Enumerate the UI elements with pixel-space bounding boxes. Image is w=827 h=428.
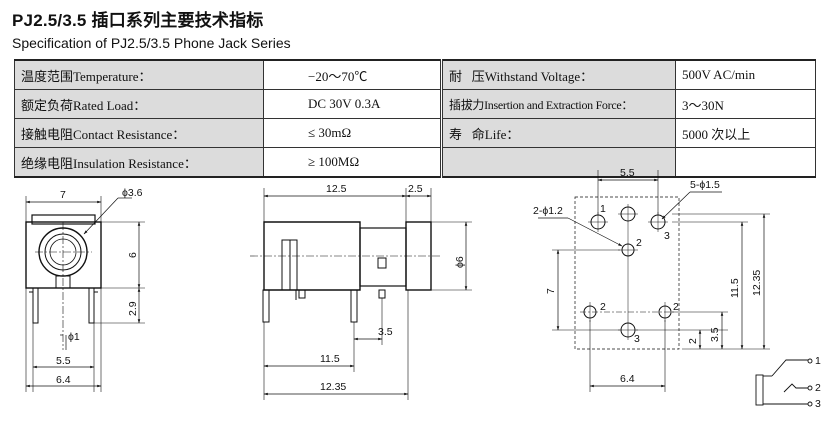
dim-label: ϕ6 (454, 256, 466, 268)
dim-label: 6.4 (620, 373, 635, 385)
spec-label-insertion-force: 插拔力Insertion and Extraction Force： (440, 89, 676, 119)
spec-label-rated-load: 额定负荷Rated Load： (14, 89, 264, 119)
spec-label-withstand-voltage: 耐 压Withstand Voltage： (440, 59, 676, 90)
pcb-layout (538, 170, 770, 392)
spec-label-contact-resistance: 接触电阻Contact Resistance： (14, 118, 264, 148)
dim-label: 2 (687, 338, 699, 344)
page-title: PJ2.5/3.5 插口系列主要技术指标 (12, 11, 264, 30)
dim-label: 3.5 (709, 327, 721, 342)
dim-label: ϕ1 (68, 331, 80, 343)
spec-value-withstand-voltage: 500V AC/min (675, 59, 816, 90)
dim-label: 2.5 (408, 183, 423, 195)
spec-table: 温度范围Temperature： −20～70℃ 耐 压Withstand Vo… (14, 59, 816, 178)
front-view (25, 196, 145, 392)
dim-label: 2.9 (127, 301, 139, 316)
dim-label: 6 (127, 252, 139, 258)
pin-label: 2 (636, 237, 642, 249)
spec-row: 额定负荷Rated Load： DC 30V 0.3A 插拔力Insertion… (14, 89, 816, 119)
pin-label: 3 (634, 333, 640, 345)
schematic-pin-labels: 1 2 3 (815, 355, 821, 410)
side-view (250, 188, 472, 400)
schematic-pin-label: 3 (815, 398, 821, 410)
pin-label: 2 (673, 301, 679, 313)
spec-row: 接触电阻Contact Resistance： ≤ 30mΩ 寿 命Life： … (14, 118, 816, 148)
dim-label: 5.5 (56, 355, 71, 367)
dim-label: 12.5 (326, 183, 347, 195)
schematic-pin-label: 1 (815, 355, 821, 367)
spec-value-life: 5000 次以上 (675, 118, 816, 148)
dim-label: 7 (545, 288, 557, 294)
spec-label-insulation-resistance: 绝缘电阻Insulation Resistance： (14, 147, 264, 178)
spec-value-temperature: −20～70℃ (263, 59, 442, 90)
spec-value-insertion-force: 3～30N (675, 89, 816, 119)
pin-label: 2 (600, 301, 606, 313)
jack-schematic (755, 358, 813, 407)
pin-label: 1 (600, 203, 606, 215)
spec-value-empty (675, 147, 816, 178)
pin-label: 3 (664, 230, 670, 242)
spec-label-temperature: 温度范围Temperature： (14, 59, 264, 90)
spec-row: 绝缘电阻Insulation Resistance： ≥ 100MΩ (14, 147, 816, 178)
dim-label: 6.4 (56, 374, 71, 386)
dim-label: 3.5 (378, 326, 393, 338)
dim-label: 5-ϕ1.5 (690, 179, 720, 191)
dim-label: 12.35 (320, 381, 346, 393)
spec-value-insulation-resistance: ≥ 100MΩ (263, 147, 442, 178)
pcb-layout-dimensions: 5.5 5-ϕ1.5 2-ϕ1.2 7 11.5 12.35 3.5 2 6.4… (533, 167, 763, 385)
front-view-dimensions: 7 ϕ3.6 6 2.9 ϕ1 5.5 6.4 (56, 187, 143, 386)
spec-value-rated-load: DC 30V 0.3A (263, 89, 442, 119)
dim-label: 12.35 (751, 270, 763, 296)
spec-label-life: 寿 命Life： (440, 118, 676, 148)
dim-label: 11.5 (729, 278, 741, 298)
dim-label: 2-ϕ1.2 (533, 205, 563, 217)
dim-label: 11.5 (320, 353, 340, 365)
spec-row: 温度范围Temperature： −20～70℃ 耐 压Withstand Vo… (14, 59, 816, 90)
dim-label: ϕ3.6 (122, 187, 143, 199)
dim-label: 5.5 (620, 167, 635, 179)
dim-label: 7 (60, 189, 66, 201)
schematic-pin-label: 2 (815, 382, 821, 394)
side-view-dimensions: 12.5 2.5 ϕ6 3.5 11.5 12.35 (320, 183, 466, 393)
spec-value-contact-resistance: ≤ 30mΩ (263, 118, 442, 148)
page-subtitle: Specification of PJ2.5/3.5 Phone Jack Se… (12, 35, 291, 51)
